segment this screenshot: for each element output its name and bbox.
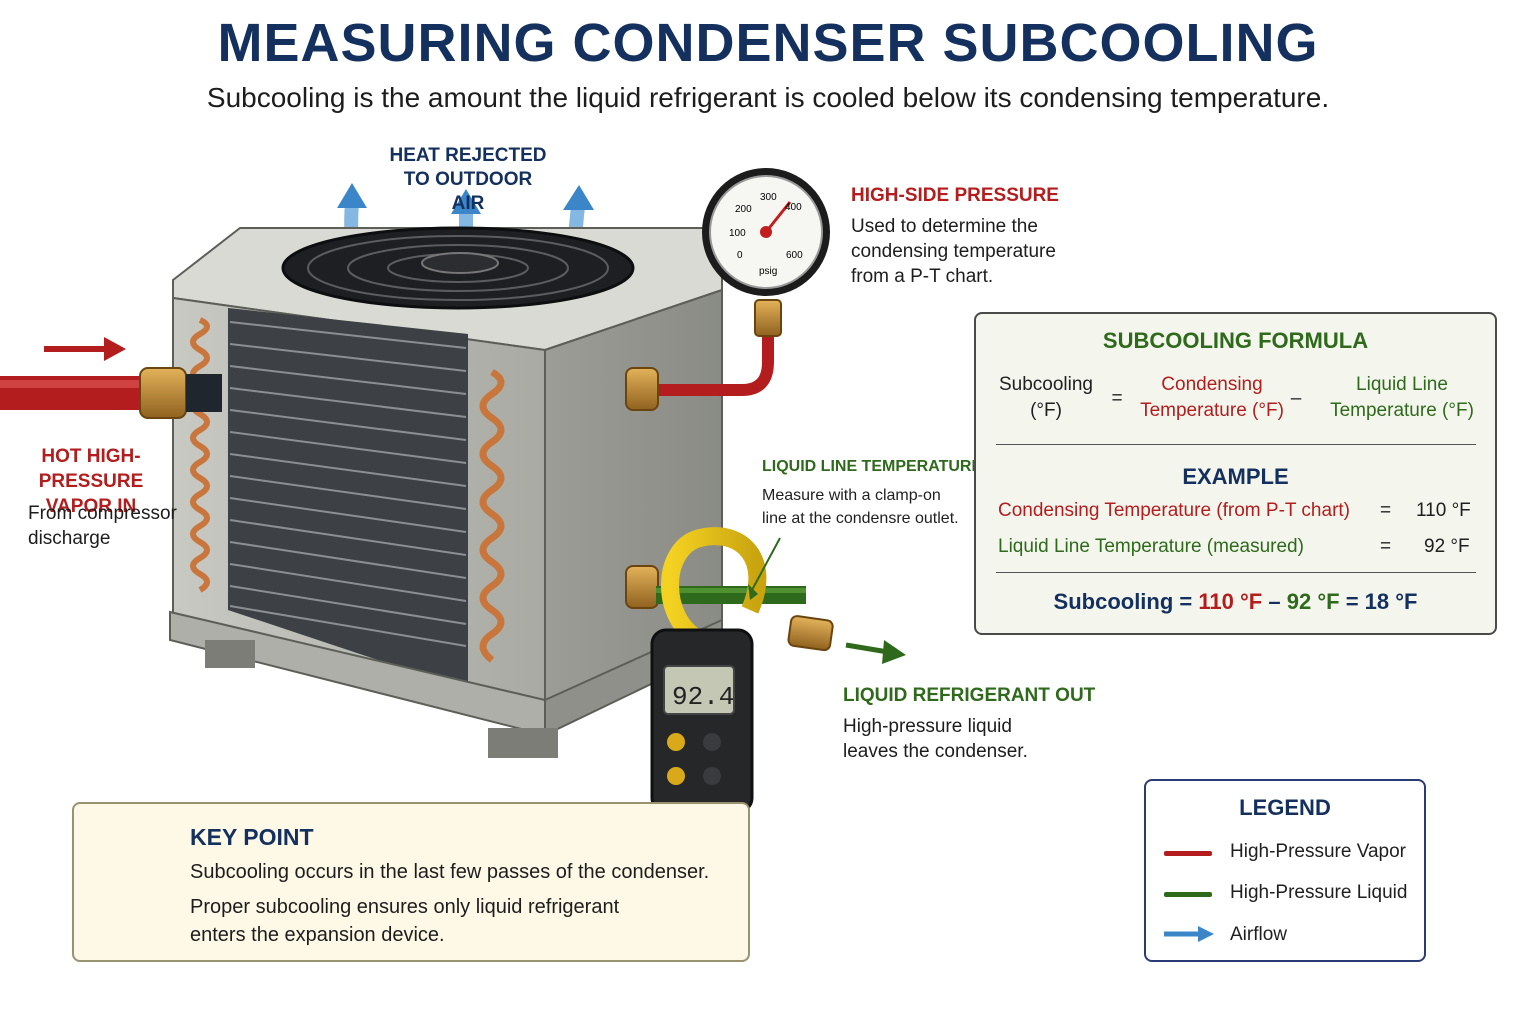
- legend-label-airflow: Airflow: [1230, 924, 1288, 945]
- vapor-inlet-pipe: [0, 337, 222, 419]
- example-row2-value: 92 °F: [1424, 536, 1470, 557]
- airflow-arrowhead-right: [563, 185, 594, 210]
- liquid-out-desc: High-pressure liquid leaves the condense…: [843, 714, 1028, 764]
- formula-term2-line2: Temperature (°F): [1330, 400, 1474, 421]
- vapor-in-title-2: VAPOR IN: [45, 496, 137, 517]
- formula-divider-1: [996, 444, 1476, 445]
- legend-title: LEGEND: [1239, 795, 1331, 820]
- gauge-tick-0: 0: [737, 250, 743, 261]
- heat-rejected-label: HEAT REJECTED TO OUTDOOR AIR: [388, 144, 548, 216]
- example-row2-label: Liquid Line Temperature (measured): [998, 536, 1304, 557]
- formula-term-liquid: Liquid Line Temperature (°F): [1322, 372, 1482, 424]
- gauge-tick-200: 200: [735, 204, 752, 215]
- legend-label-vapor: High-Pressure Vapor: [1230, 841, 1407, 862]
- clamp-meter: [650, 527, 781, 814]
- legend-swatch-vapor: [1164, 851, 1212, 856]
- high-side-desc-3: from a P-T chart.: [851, 266, 994, 287]
- formula-lhs: Subcooling (°F): [992, 372, 1100, 424]
- formula-divider-2: [996, 572, 1476, 573]
- page-title: MEASURING CONDENSER SUBCOOLING: [217, 13, 1319, 73]
- liquid-out-title: LIQUID REFRIGERANT OUT: [843, 685, 1096, 706]
- airflow-arrowhead-left: [337, 183, 367, 208]
- liquid-out-desc-2: leaves the condenser.: [843, 741, 1028, 762]
- page-subtitle: Subcooling is the amount the liquid refr…: [206, 82, 1330, 113]
- formula-lhs-1: Subcooling: [998, 374, 1094, 395]
- liquid-temp-desc-1: Measure with a clamp-on: [762, 487, 941, 504]
- liquid-temp-title: LIQUID LINE TEMPERATURE: [762, 458, 983, 475]
- condenser-cabinet: [169, 226, 723, 758]
- formula-term2-line1: Liquid Line: [1356, 374, 1448, 395]
- key-point-line-3: enters the expansion device.: [190, 924, 445, 946]
- high-side-desc-2: condensing temperature: [851, 241, 1056, 262]
- high-side-title: HIGH-SIDE PRESSURE: [851, 185, 1059, 206]
- vapor-in-desc-2: discharge: [28, 528, 111, 549]
- liquid-temp-desc-2: line at the condensre outlet.: [762, 510, 959, 527]
- liquid-out-arrow: [845, 642, 889, 655]
- heat-line-1: HEAT REJECTED: [389, 145, 547, 166]
- formula-term1-line2: Temperature (°F): [1140, 400, 1284, 421]
- key-point-title: KEY POINT: [190, 824, 314, 850]
- vapor-in-title-1: HOT HIGH-PRESSURE: [38, 446, 144, 492]
- liquid-outlet-pipe: [625, 565, 906, 664]
- result-part-a: Subcooling =: [1053, 589, 1193, 614]
- gauge-tick-600: 600: [786, 250, 803, 261]
- vapor-in-desc-1: From compressor: [28, 503, 177, 524]
- example-row1-eq: =: [1380, 500, 1392, 521]
- gauge-tick-400: 400: [785, 202, 802, 213]
- liquid-temp-desc: Measure with a clamp-on line at the cond…: [762, 484, 959, 530]
- key-point-line-1: Subcooling occurs in the last few passes…: [190, 861, 710, 883]
- airflow-arrowhead-center: [451, 189, 481, 214]
- formula-lhs-2: (°F): [1030, 400, 1062, 421]
- example-row1-label: Condensing Temperature (from P-T chart): [998, 500, 1351, 521]
- result-part-b: 110 °F: [1198, 589, 1263, 614]
- legend-label-liquid: High-Pressure Liquid: [1230, 882, 1408, 903]
- result-part-e: = 18 °F: [1345, 589, 1418, 614]
- formula-minus: –: [1290, 388, 1302, 409]
- formula-equals: =: [1111, 388, 1123, 409]
- result-part-d: 92 °F: [1286, 589, 1340, 614]
- formula-heading: SUBCOOLING FORMULA: [1102, 328, 1369, 353]
- key-point-line-2: Proper subcooling ensures only liquid re…: [190, 896, 620, 918]
- result-part-c: –: [1268, 589, 1281, 614]
- example-row1-value: 110 °F: [1416, 500, 1471, 521]
- high-side-desc: Used to determine the condensing tempera…: [851, 214, 1056, 289]
- legend-airflow-arrow-icon: [1164, 926, 1214, 942]
- example-row2-eq: =: [1380, 536, 1392, 557]
- gauge-tick-100: 100: [729, 228, 746, 239]
- formula-card: SUBCOOLING FORMULA Subcooling (°F) = Con…: [974, 312, 1497, 635]
- formula-term1-line1: Condensing: [1161, 374, 1263, 395]
- heat-line-2: TO OUTDOOR AIR: [403, 169, 533, 214]
- legend-card: LEGEND High-Pressure Vapor High-Pressure…: [1144, 779, 1426, 962]
- vapor-in-label: HOT HIGH-PRESSURE VAPOR IN: [6, 444, 176, 519]
- formula-term-condensing: Condensing Temperature (°F): [1132, 372, 1292, 424]
- key-point-card: KEY POINT Subcooling occurs in the last …: [72, 802, 750, 962]
- vapor-in-desc: From compressor discharge: [28, 501, 177, 551]
- high-side-desc-1: Used to determine the: [851, 216, 1038, 237]
- pressure-gauge: [625, 168, 830, 411]
- example-heading: EXAMPLE: [1182, 464, 1289, 489]
- legend-swatch-liquid: [1164, 892, 1212, 897]
- liquid-out-desc-1: High-pressure liquid: [843, 716, 1012, 737]
- gauge-tick-300: 300: [760, 192, 777, 203]
- subcooling-result: Subcooling = 110 °F – 92 °F = 18 °F: [976, 589, 1495, 615]
- gauge-unit: psig: [759, 266, 777, 277]
- meter-reading: 92.4: [672, 682, 734, 712]
